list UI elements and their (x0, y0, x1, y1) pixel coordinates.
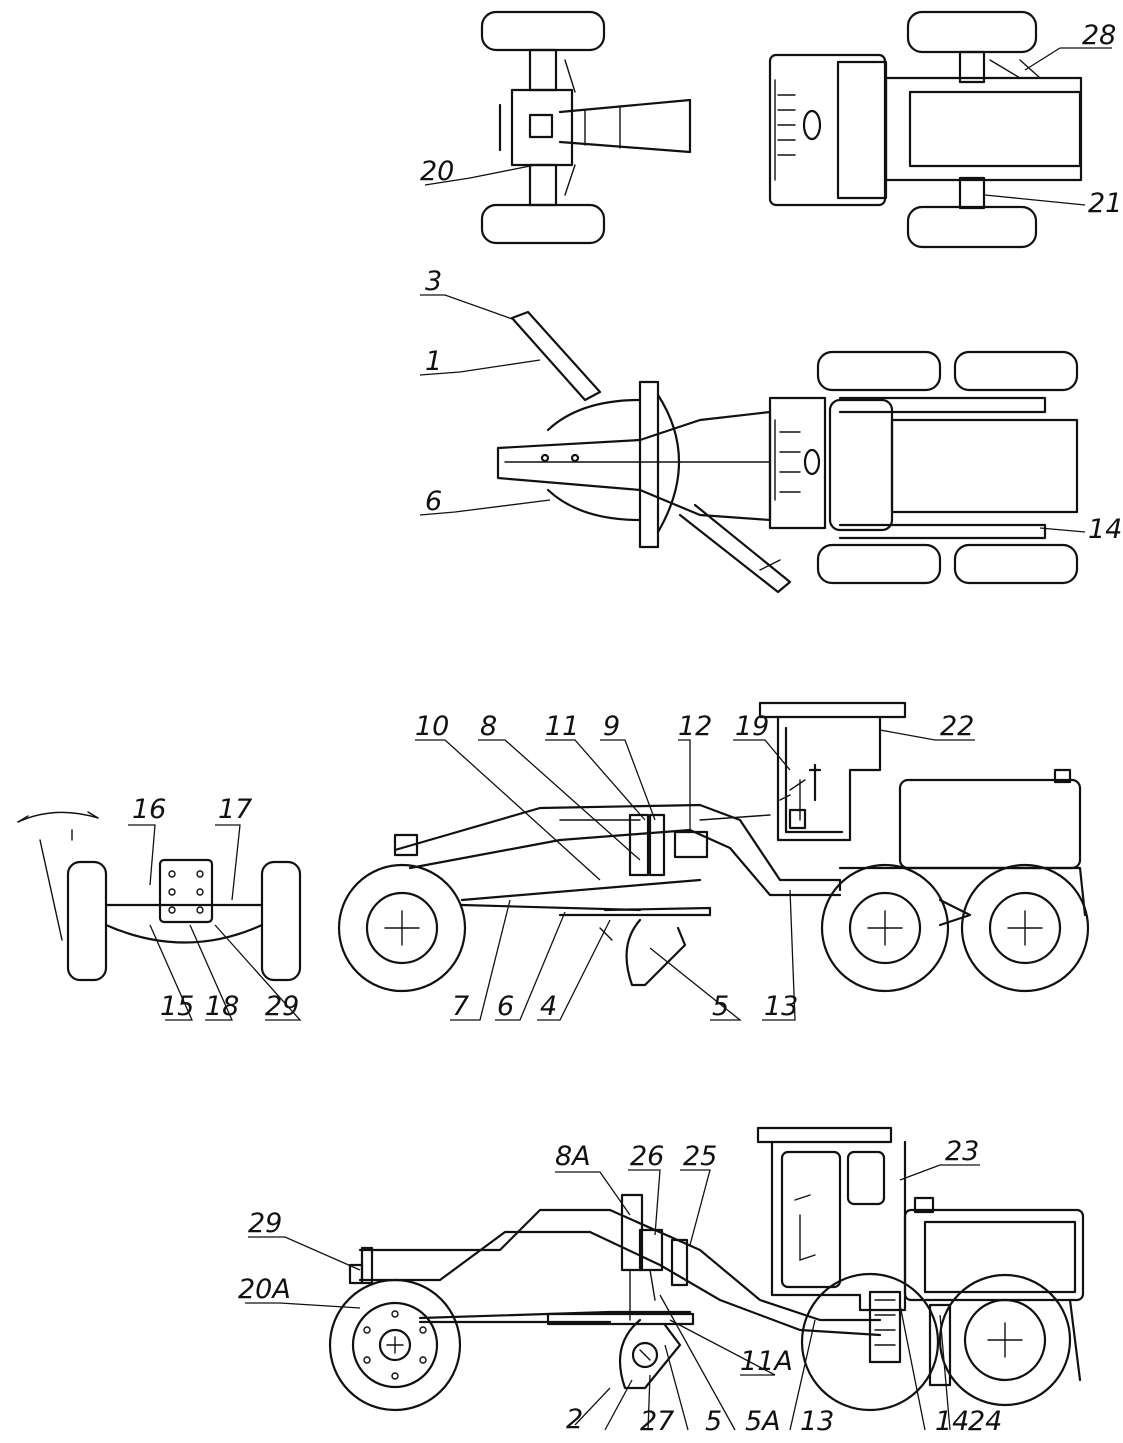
label-14b: 14 (935, 1406, 969, 1437)
label-6b: 6 (497, 991, 514, 1022)
label-12: 12 (678, 711, 712, 742)
label-9: 9 (603, 711, 620, 742)
label-2: 2 (566, 1404, 583, 1435)
label-10: 10 (415, 711, 449, 742)
label-5: 5 (712, 991, 729, 1022)
label-3: 3 (425, 266, 442, 297)
label-27: 27 (640, 1406, 674, 1437)
label-17: 17 (218, 794, 252, 825)
front-axle-end-view (17, 811, 302, 982)
label-5A: 5A (745, 1406, 781, 1437)
label-4: 4 (540, 991, 557, 1022)
label-7: 7 (452, 991, 469, 1022)
label-11: 11 (545, 711, 579, 742)
label-16: 16 (132, 794, 166, 825)
label-21: 21 (1088, 188, 1122, 219)
side-view-grader (337, 701, 1090, 993)
label-8A: 8A (555, 1141, 591, 1172)
label-29: 29 (265, 991, 299, 1022)
label-1: 1 (425, 346, 442, 377)
label-6: 6 (425, 486, 442, 517)
label-25: 25 (683, 1141, 717, 1172)
label-22: 22 (940, 711, 974, 742)
label-18: 18 (205, 991, 239, 1022)
label-20: 20 (420, 156, 454, 187)
label-26: 26 (630, 1141, 664, 1172)
label-28: 28 (1082, 20, 1116, 51)
label-13b: 13 (800, 1406, 834, 1437)
label-13: 13 (764, 991, 798, 1022)
label-24: 24 (968, 1406, 1002, 1437)
label-5b: 5 (705, 1406, 722, 1437)
plan-view-grader (496, 310, 1079, 594)
part-labels: 20 28 21 3 1 6 14 10 8 11 9 12 19 22 16 … (132, 20, 1122, 1437)
leader-lines (128, 47, 1112, 1431)
label-15: 15 (160, 991, 194, 1022)
top-view-front-axle (480, 10, 692, 245)
label-19: 19 (735, 711, 769, 742)
label-8: 8 (480, 711, 497, 742)
label-29b: 29 (248, 1208, 282, 1239)
label-20A: 20A (238, 1274, 291, 1305)
label-11A: 11A (740, 1346, 793, 1377)
top-view-rear-axle (768, 10, 1083, 249)
side-view-grader-variant (328, 1126, 1085, 1412)
label-14: 14 (1088, 514, 1122, 545)
label-23: 23 (945, 1136, 979, 1167)
